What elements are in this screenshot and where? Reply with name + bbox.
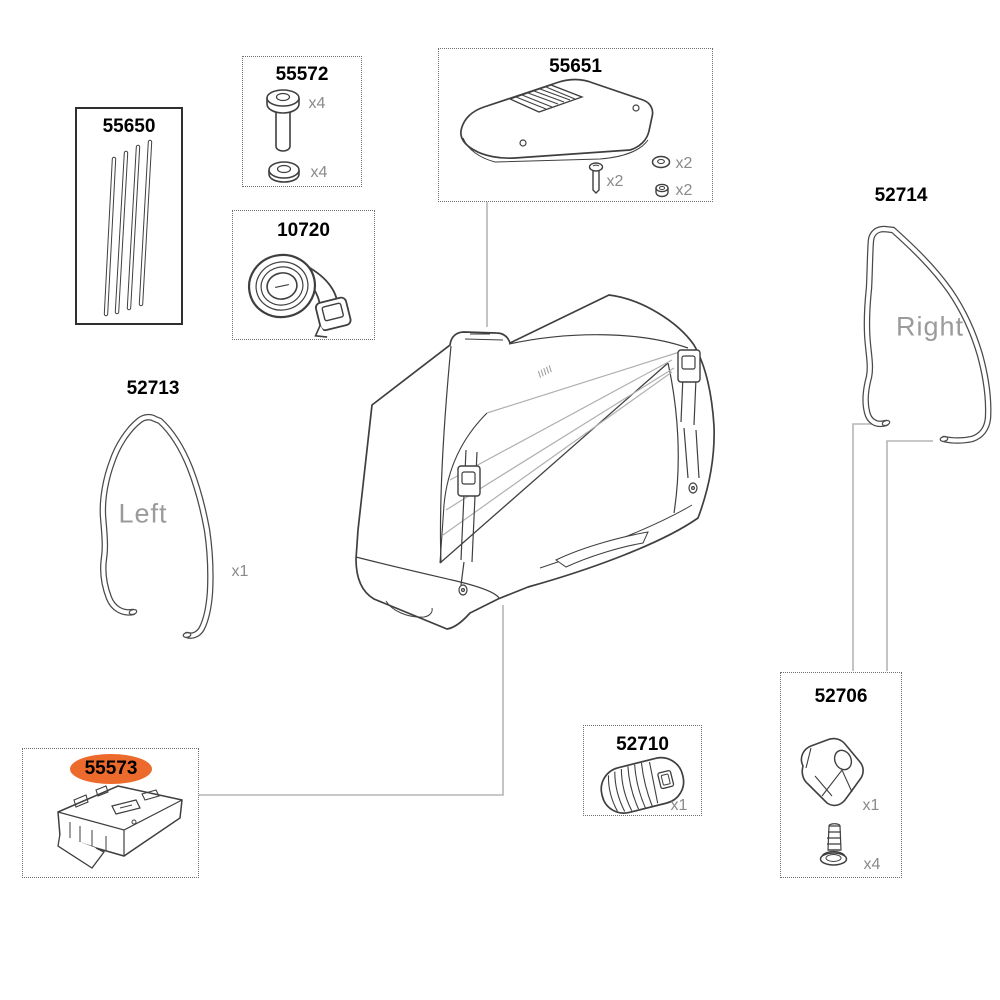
part-number-10720: 10720: [277, 220, 330, 241]
mount-screw-icon: [819, 823, 848, 866]
knob-quantity: x1: [670, 797, 688, 814]
bolt-quantity: x4: [308, 95, 326, 112]
nut-icon: [655, 183, 669, 198]
small-washer-quantity: x2: [675, 155, 693, 172]
part-number-52713: 52713: [126, 378, 180, 399]
brand-logo-mark: [537, 365, 552, 378]
wire-frame-right-illustration: [862, 225, 992, 444]
part-52714[interactable]: 52714 Right: [841, 180, 1000, 450]
small-washer-icon: [651, 155, 671, 169]
strap-roll-illustration: [247, 253, 352, 338]
washer-icon: [268, 161, 300, 183]
part-55650[interactable]: 55650: [75, 107, 183, 325]
bracket-quantity: x1: [862, 797, 880, 814]
part-55572[interactable]: 55572 x4 x4: [242, 56, 362, 187]
mount-screw-quantity: x4: [863, 856, 881, 873]
nut-quantity: x2: [675, 182, 693, 199]
left-frame-quantity: x1: [231, 563, 249, 580]
right-side-label: Right: [895, 311, 965, 342]
mount-adapter-illustration: [57, 785, 183, 869]
part-52710[interactable]: 52710 x1: [583, 725, 702, 816]
wire-frame-left-illustration: [99, 413, 214, 639]
rod-set-illustration: [103, 139, 153, 317]
part-number-52706: 52706: [814, 686, 868, 707]
vent-lid-illustration: [460, 78, 654, 163]
part-55573[interactable]: 55573: [22, 748, 199, 878]
bolt-icon: [266, 89, 300, 152]
screw-icon: [588, 162, 604, 194]
part-52706[interactable]: 52706 x1 x4: [780, 672, 902, 878]
cargo-box-illustration: [355, 294, 715, 630]
part-10720[interactable]: 10720: [232, 210, 375, 340]
part-52713[interactable]: 52713 Left x1: [80, 370, 260, 650]
part-number-55572: 55572: [275, 64, 329, 85]
part-number-52710: 52710: [616, 734, 669, 755]
part-number-55650: 55650: [102, 116, 156, 137]
part-number-55651: 55651: [549, 56, 602, 77]
left-side-label: Left: [118, 498, 168, 529]
bracket-illustration: [800, 737, 864, 807]
screw-quantity: x2: [606, 173, 624, 190]
knob-illustration: [600, 756, 685, 814]
part-number-52714: 52714: [874, 185, 928, 206]
part-55651[interactable]: 55651 x2 x2 x2: [438, 48, 713, 202]
highlighted-part-number-55573: 55573: [70, 754, 152, 784]
washer-quantity: x4: [310, 164, 328, 181]
